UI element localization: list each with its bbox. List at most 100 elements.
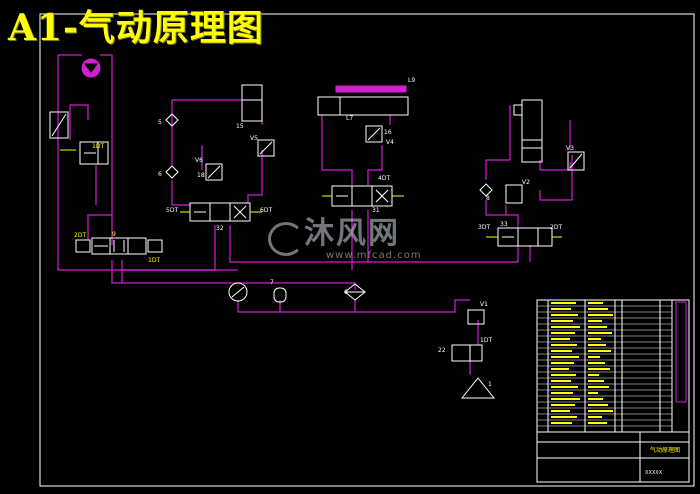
title-block-text-mark <box>588 398 603 400</box>
label-32: 32 <box>216 225 224 232</box>
title-block-text-mark <box>551 374 576 376</box>
label-2dt: 2DT <box>74 232 86 239</box>
check-valve-v6 <box>165 165 179 179</box>
label-1dt-c: 1DT <box>480 337 492 344</box>
pressure-gauge <box>228 282 248 302</box>
throttle-valve-18 <box>205 163 223 181</box>
title-block-text-mark <box>551 308 571 310</box>
title-block-text-mark <box>588 392 598 394</box>
title-block-text-mark <box>588 386 609 388</box>
title-block-text-mark <box>588 362 605 364</box>
label-6b: 6 <box>344 289 348 296</box>
title-block-text-mark <box>551 380 571 382</box>
pressure-valve-left <box>49 111 69 139</box>
title-block-text-mark <box>551 338 570 340</box>
label-1dt-mid: 1DT <box>148 257 160 264</box>
air-tank-7 <box>273 287 287 303</box>
title-block-text-mark <box>551 356 579 358</box>
label-v2: V2 <box>522 179 530 186</box>
label-7: 7 <box>270 279 274 286</box>
title-block-text-mark <box>551 350 572 352</box>
title-block-text-mark <box>588 422 607 424</box>
suction-cup <box>460 377 496 399</box>
label-6dt: 6DT <box>260 207 272 214</box>
title-block-text-mark <box>551 344 577 346</box>
valve-v2 <box>505 184 523 204</box>
label-3dt: 3DT <box>478 224 490 231</box>
label-6: 6 <box>158 171 162 178</box>
title-block-text-mark <box>588 368 610 370</box>
solenoid-valve-bottom <box>451 344 471 362</box>
cylinder-l7 <box>317 96 409 116</box>
label-1: 1 <box>488 381 492 388</box>
title-block-text-mark <box>551 422 572 424</box>
title-block-rows <box>537 305 672 427</box>
throttle-valve-16 <box>365 125 383 143</box>
cylinder-right <box>521 99 543 163</box>
title-block-text-mark <box>588 332 612 334</box>
check-valve-5 <box>165 113 179 127</box>
parts-list-right <box>675 301 687 403</box>
title-block-text-mark <box>588 410 613 412</box>
title-block-text-mark <box>588 314 613 316</box>
drawing-frame <box>39 13 695 487</box>
cylinder-15 <box>241 84 263 122</box>
label-22: 22 <box>438 347 446 354</box>
label-v5: V5 <box>250 135 258 142</box>
throttle-valve-v3 <box>567 151 585 171</box>
label-33: 33 <box>500 221 508 228</box>
title-block-text-mark <box>551 320 573 322</box>
title-block-text-mark <box>551 410 570 412</box>
watermark-logo-icon <box>268 222 304 256</box>
title-block-text-mark <box>588 416 602 418</box>
title-block-text-blocks <box>551 302 613 424</box>
check-valve-8 <box>479 183 493 197</box>
label-5dt: 5DT <box>166 207 178 214</box>
watermark: 沐风网 www.mfcad.com <box>268 218 422 261</box>
pipe-lines <box>57 54 573 375</box>
label-v4: V4 <box>386 139 394 146</box>
label-2dt-b: 2DT <box>550 224 562 231</box>
watermark-brand: 沐风网 <box>304 216 400 251</box>
title-block-text-mark <box>588 338 601 340</box>
title-block-text-mark <box>551 326 580 328</box>
title-block-text-mark <box>551 392 573 394</box>
title-block-text-mark <box>551 404 575 406</box>
title-block-text-mark <box>551 302 576 304</box>
watermark-url: www.mfcad.com <box>326 250 422 261</box>
title-block-text-mark <box>551 368 569 370</box>
title-block-text-mark <box>588 308 608 310</box>
tb-drawing-no: XXXXX <box>645 470 663 476</box>
label-v3: V3 <box>566 145 574 152</box>
title-block-text-mark <box>551 362 574 364</box>
label-5: 5 <box>158 119 162 126</box>
label-l9: L9 <box>408 77 415 84</box>
title-block-text-mark <box>551 314 578 316</box>
label-31: 31 <box>372 207 380 214</box>
title-block-text-mark <box>588 344 606 346</box>
label-1dt: 1DT <box>92 143 104 150</box>
title-block-text-mark <box>588 380 604 382</box>
label-18: 18 <box>197 172 205 179</box>
label-v1: V1 <box>480 301 488 308</box>
tb-project: 气动原理图 <box>650 446 680 454</box>
label-v6: V6 <box>195 157 203 164</box>
gear-rack <box>335 85 407 93</box>
label-15: 15 <box>236 123 244 130</box>
title-block-text-mark <box>588 326 607 328</box>
title-block <box>536 299 690 483</box>
title-block-text-mark <box>551 398 580 400</box>
label-8: 8 <box>486 195 490 202</box>
throttle-valve-v5 <box>257 139 275 157</box>
title-block-text-mark <box>588 350 611 352</box>
title-block-text-mark <box>588 374 599 376</box>
title-block-text-mark <box>588 302 603 304</box>
label-9: 9 <box>112 231 116 238</box>
title-block-text-mark <box>588 356 600 358</box>
drawing-title: A1-气动原理图 <box>8 7 264 49</box>
label-l7: L7 <box>346 115 353 122</box>
throttle-valve-v1 <box>467 309 485 325</box>
title-block-text-mark <box>588 404 608 406</box>
